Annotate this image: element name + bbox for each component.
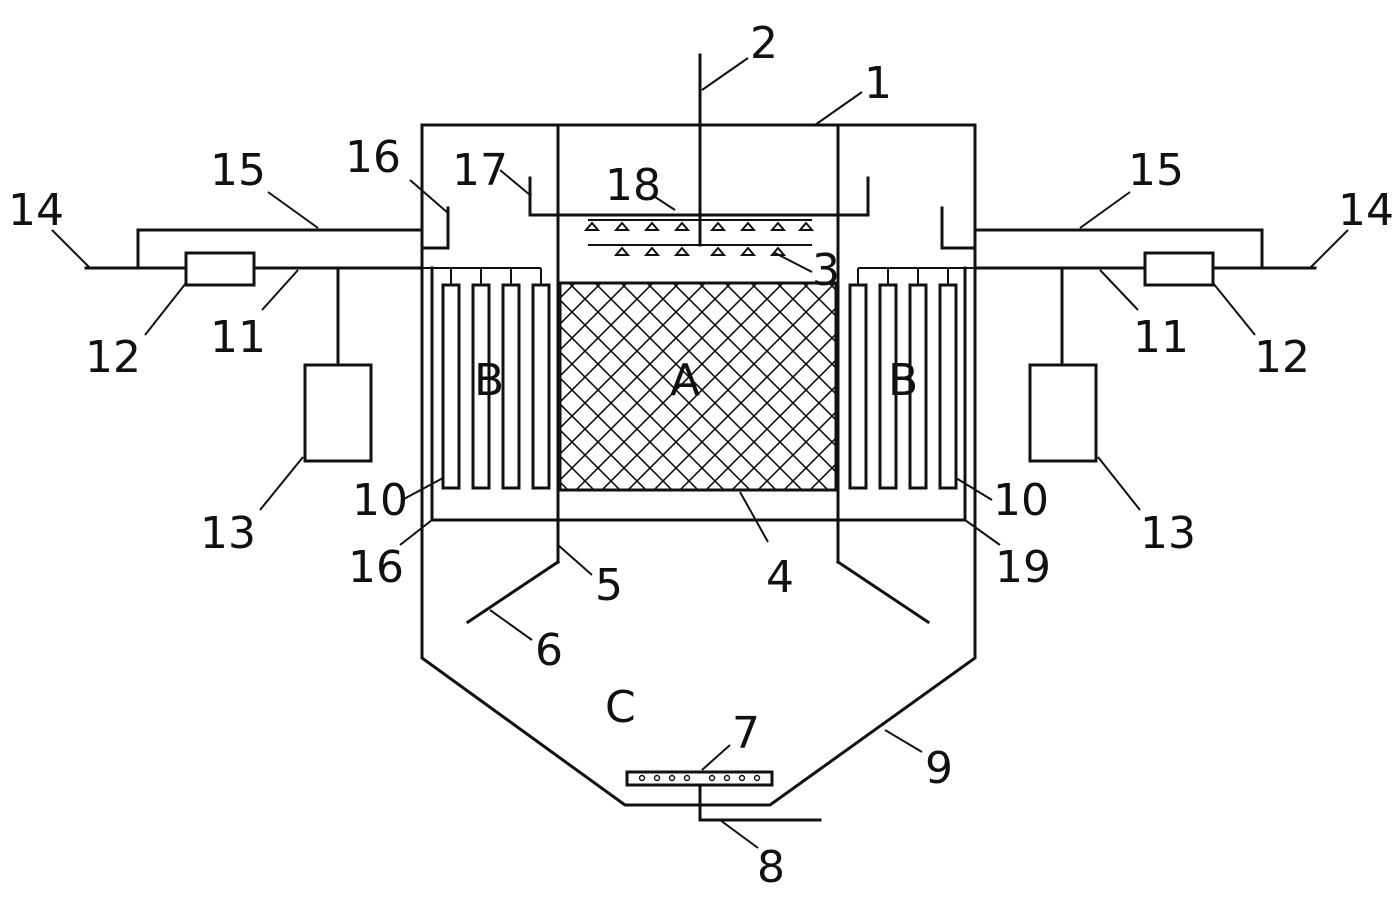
- pipe-15-left: [136, 228, 424, 270]
- label-11-right: 11: [1133, 312, 1189, 363]
- label-7: 7: [732, 708, 760, 759]
- label-13-right: 13: [1140, 508, 1196, 559]
- feed-pipe-8: [698, 783, 822, 822]
- label-9: 9: [925, 743, 953, 794]
- label-1: 1: [864, 58, 892, 109]
- label-19: 19: [995, 542, 1051, 593]
- label-15-right: 15: [1128, 145, 1184, 196]
- label-18: 18: [605, 160, 661, 211]
- label-2: 2: [750, 18, 778, 69]
- zone-b-right: B: [888, 355, 918, 406]
- label-5: 5: [595, 560, 623, 611]
- zone-b-left: B: [474, 355, 504, 406]
- label-16-bottom: 16: [348, 542, 404, 593]
- label-6: 6: [535, 625, 563, 676]
- electrode-bank-right: [848, 267, 975, 490]
- aerator-holes: [638, 774, 761, 782]
- leader-lines: [51, 57, 1349, 849]
- tank-13-right: [1028, 363, 1098, 463]
- deflector-right: [835, 559, 931, 625]
- label-4: 4: [766, 552, 794, 603]
- zone-a: A: [670, 355, 700, 406]
- electrode-bank-left: [422, 267, 551, 490]
- label-16-top: 16: [345, 132, 401, 183]
- label-12-right: 12: [1254, 332, 1310, 383]
- label-14-right: 14: [1338, 185, 1394, 236]
- label-11-left: 11: [210, 312, 266, 363]
- label-10-right: 10: [993, 475, 1049, 526]
- valve-12-right: [1143, 251, 1215, 287]
- zone-c: C: [605, 682, 636, 733]
- label-12-left: 12: [85, 332, 141, 383]
- mesh-packing: [558, 281, 838, 492]
- deflector-left: [465, 559, 561, 625]
- valve-12-left: [184, 251, 256, 287]
- exhaust-hook-right: [940, 206, 977, 250]
- label-15-left: 15: [210, 145, 266, 196]
- tank-13-left: [303, 363, 373, 463]
- exhaust-hook-left: [420, 206, 450, 250]
- aerator-7: [625, 770, 774, 787]
- label-17: 17: [452, 145, 508, 196]
- label-3: 3: [812, 245, 840, 296]
- label-8: 8: [757, 842, 785, 893]
- label-14-left: 14: [8, 185, 64, 236]
- vessel-outline: [420, 123, 977, 807]
- pipe-15-right: [973, 228, 1264, 270]
- label-10-left: 10: [352, 475, 408, 526]
- label-13-left: 13: [200, 508, 256, 559]
